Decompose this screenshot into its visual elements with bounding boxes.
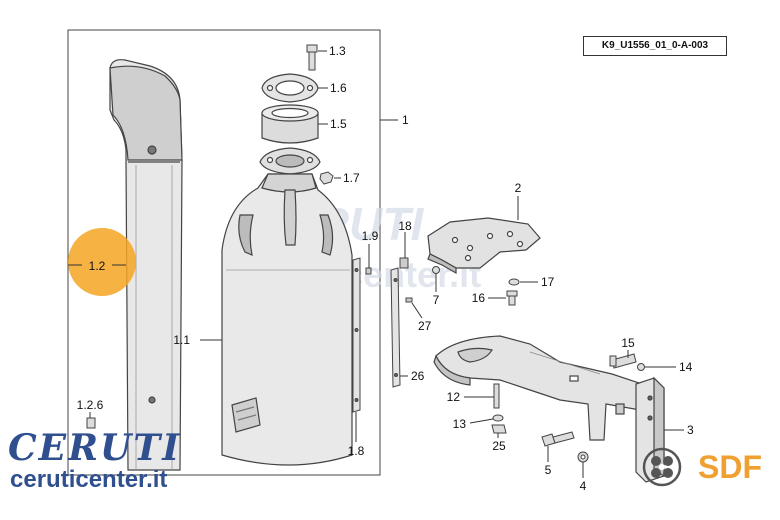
ceruti-site-link[interactable]: ceruticenter.it [10,466,168,493]
part-1-9 [365,267,372,275]
leader-lines [68,50,684,478]
sdf-logo-icon [642,447,682,487]
label-1-2-6: 1.2.6 [77,398,104,412]
label-14: 14 [679,360,693,374]
label-26: 26 [411,369,425,383]
label-7: 7 [433,293,440,307]
label-5: 5 [545,463,552,477]
label-1-3: 1.3 [329,44,346,58]
sdf-logo-text: SDF [698,449,762,485]
plate-2 [427,217,541,275]
highlight-marker [68,228,136,296]
part-3 [635,376,665,483]
part-13 [492,414,504,422]
part-1-3 [306,44,318,71]
strap-1-8 [352,257,361,413]
part-12 [493,383,500,409]
support-frame [433,335,651,441]
label-2: 2 [515,181,522,195]
callout-labels: 1.3 1.6 1.5 1.7 1 1.1 1.2 1.2.6 1.8 1.9 … [77,44,694,493]
label-1-7: 1.7 [343,171,360,185]
ceruti-logo: CERUTI [8,427,182,469]
muffler-body [221,173,353,466]
part-7 [432,266,440,274]
part-5 [541,431,575,447]
label-3: 3 [687,423,694,437]
part-27 [405,297,413,303]
label-1: 1 [402,113,409,127]
label-1-8: 1.8 [348,444,365,458]
label-1-6: 1.6 [330,81,347,95]
part-25 [491,424,507,434]
part-17 [508,278,520,286]
label-17: 17 [541,275,555,289]
label-15: 15 [621,336,635,350]
part-16 [506,290,518,306]
label-13: 13 [453,417,467,431]
part-1-5 [261,104,319,144]
strap-26 [390,267,401,388]
label-18: 18 [398,219,412,233]
muffler-flange [259,147,321,175]
label-1-1: 1.1 [173,333,190,347]
label-4: 4 [580,479,587,493]
part-15 [609,353,637,369]
part-14 [637,363,645,371]
label-1-2: 1.2 [89,259,106,273]
label-12: 12 [447,390,461,404]
label-27: 27 [418,319,432,333]
assembly-frame [67,29,381,476]
part-1-6 [261,73,319,103]
exhaust-pipe [109,59,183,471]
part-18 [399,257,409,269]
drawing-code: K9_U1556_01_0-A-003 [583,36,727,56]
part-1-2-6 [86,417,96,429]
label-1-9: 1.9 [362,229,379,243]
label-16: 16 [472,291,486,305]
label-25: 25 [492,439,506,453]
part-1-7 [319,171,334,185]
part-4 [577,451,589,463]
label-1-5: 1.5 [330,117,347,131]
